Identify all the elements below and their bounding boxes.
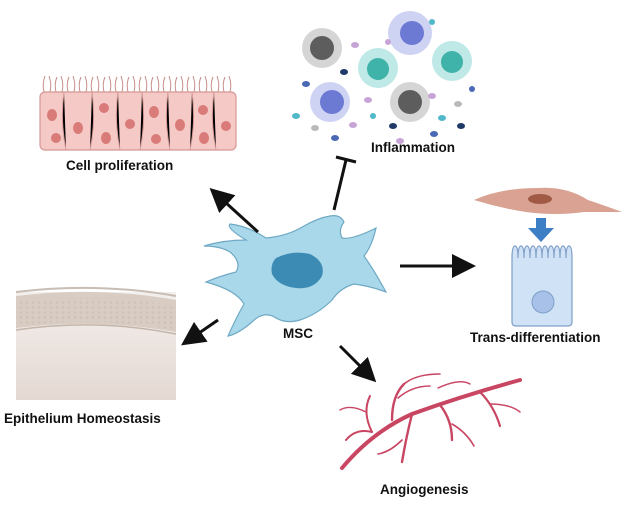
immune-cells-icon: [292, 11, 475, 144]
transition-arrow-icon: [528, 218, 554, 242]
arrow-to-epithelium-homeostasis: [181, 318, 219, 346]
epithelial-layer-icon: [39, 75, 237, 151]
skin-layer-icon: [15, 286, 177, 400]
arrow-to-cell-proliferation: [209, 187, 260, 234]
blood-vessel-icon: [339, 373, 522, 470]
inhibition-bar-inflammation: [335, 155, 357, 164]
label-angiogenesis: Angiogenesis: [380, 482, 469, 497]
fibroblast-icon: [474, 187, 622, 214]
label-trans-differentiation: Trans-differentiation: [470, 330, 601, 345]
label-cell-proliferation: Cell proliferation: [66, 158, 174, 173]
inhibition-line-inflammation: [332, 159, 348, 211]
label-msc: MSC: [283, 326, 313, 341]
msc-cell-icon: [203, 215, 388, 337]
label-inflammation: Inflammation: [371, 140, 456, 155]
label-epithelium-homeostasis: Epithelium Homeostasis: [4, 411, 161, 426]
arrows: [181, 155, 476, 383]
columnar-cell-icon: [511, 245, 573, 327]
arrow-to-angiogenesis: [338, 344, 377, 383]
